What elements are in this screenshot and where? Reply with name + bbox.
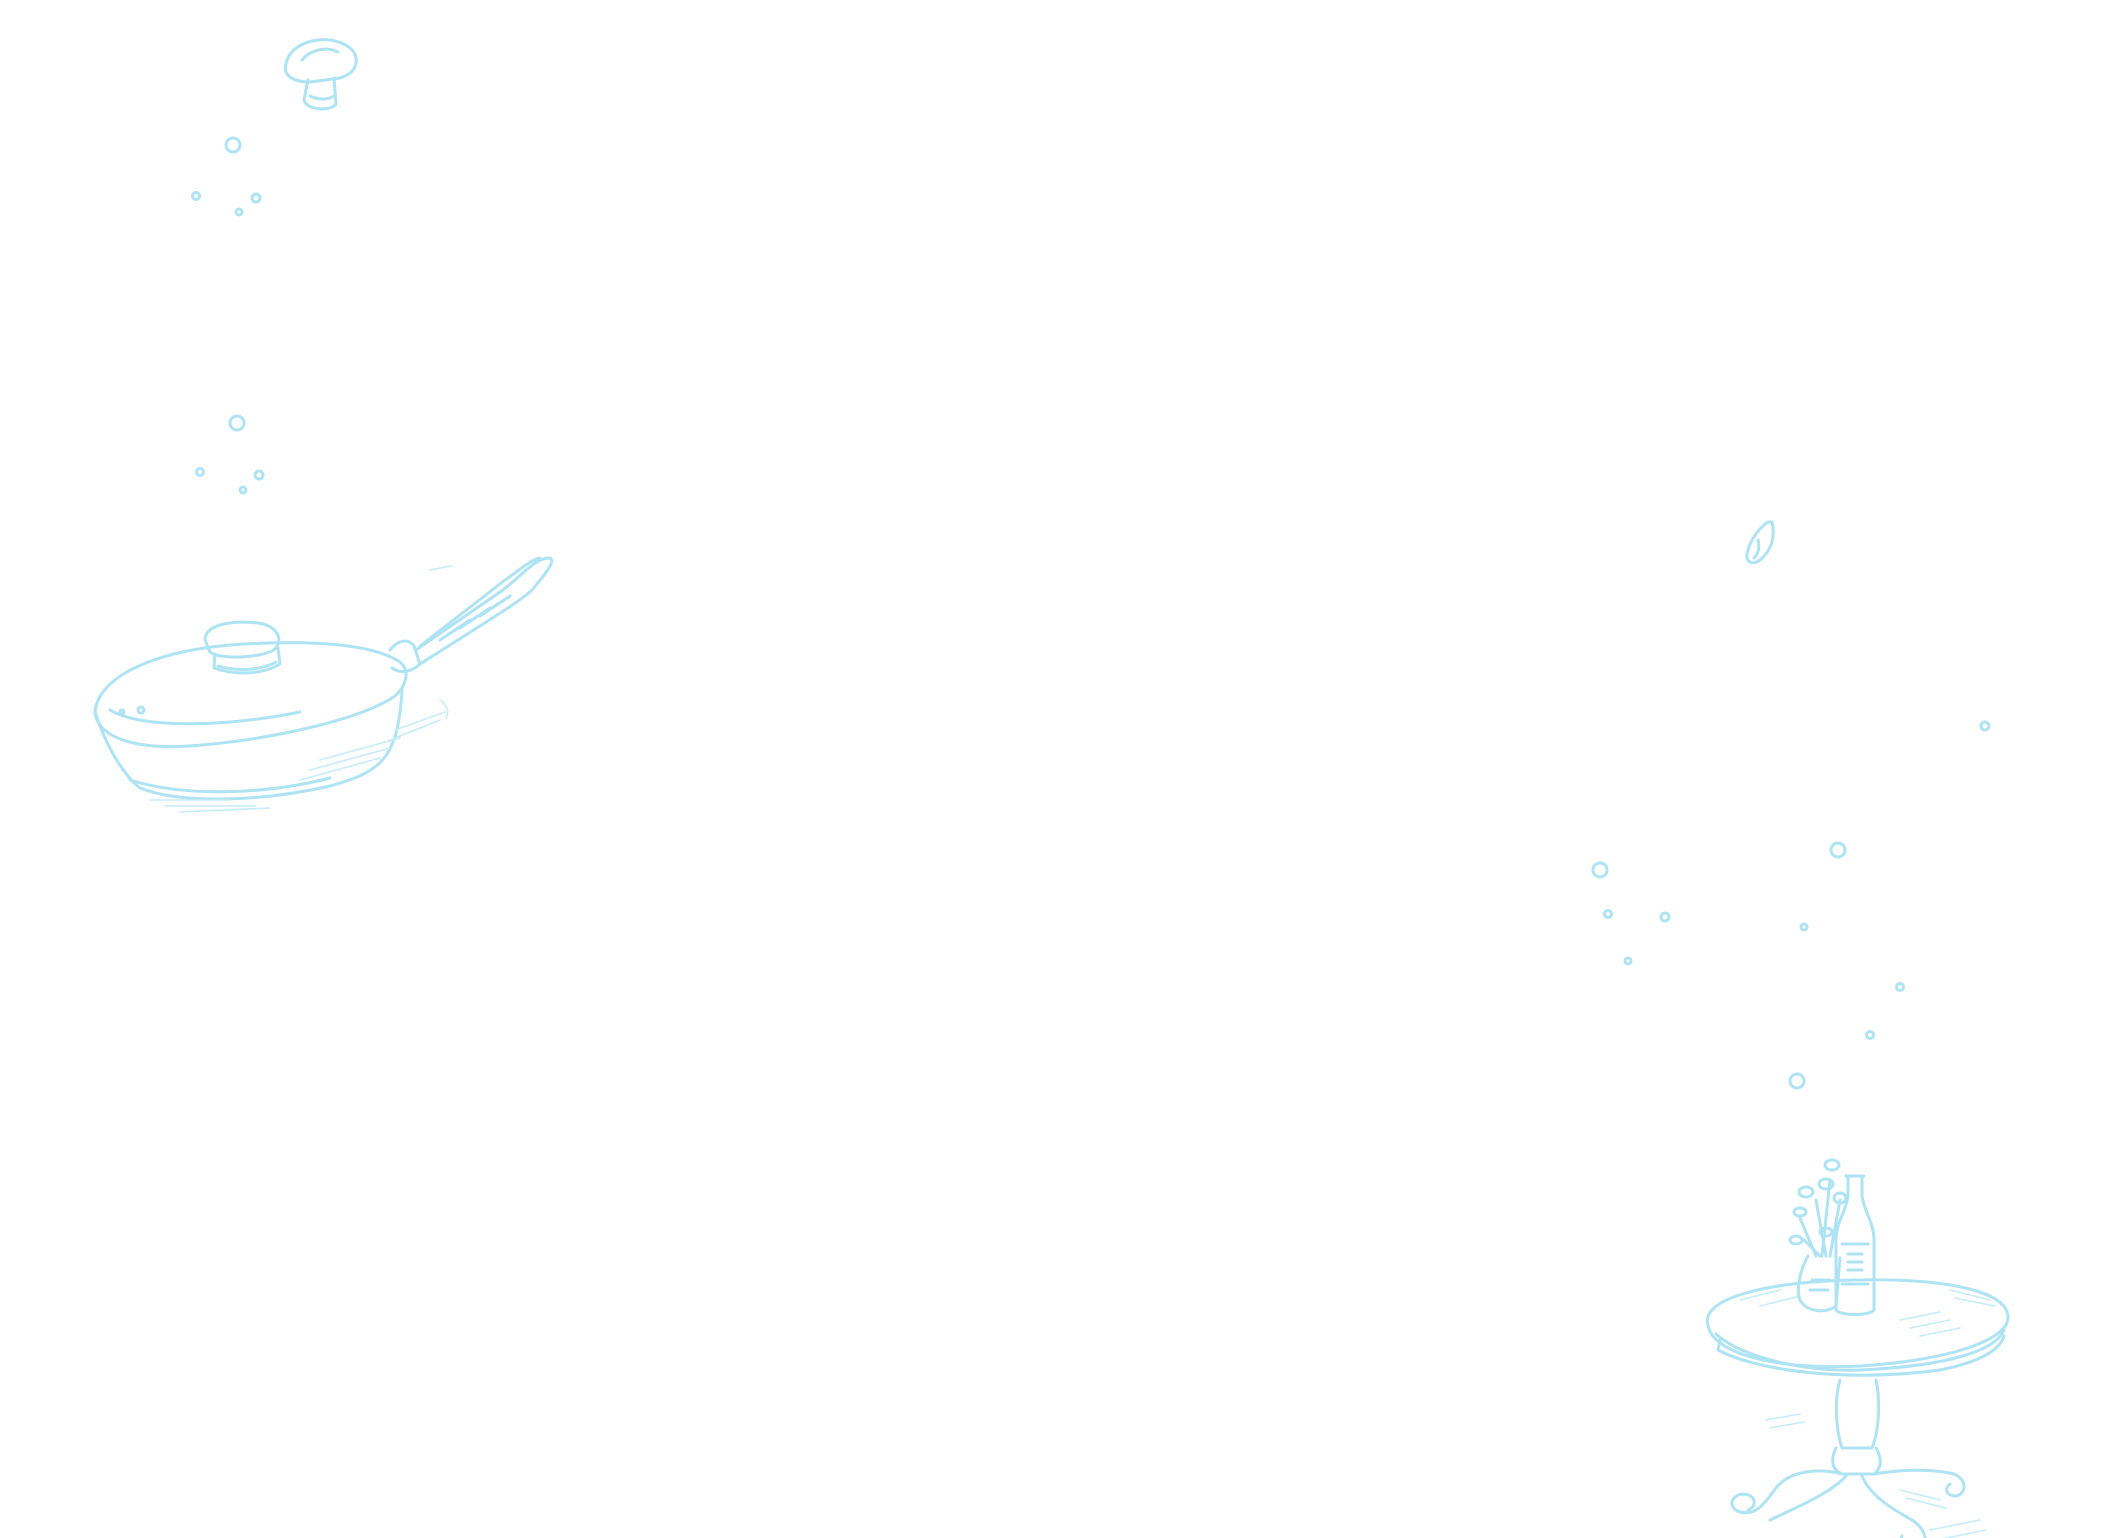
bubble-cluster-middle — [195, 414, 265, 495]
flower-vase-icon — [1788, 1158, 1848, 1313]
bubble-field-right — [1591, 720, 1991, 1090]
side-table-icon — [1705, 1278, 2010, 1538]
frying-pan-icon — [93, 556, 554, 801]
garlic-clove-icon — [1745, 520, 1775, 565]
mushroom-icon — [283, 38, 358, 111]
bubble-cluster-top — [191, 136, 262, 217]
side-table-hatching — [1739, 1289, 1996, 1538]
bottle-icon — [1834, 1174, 1876, 1316]
frying-pan-shadow — [149, 565, 453, 813]
